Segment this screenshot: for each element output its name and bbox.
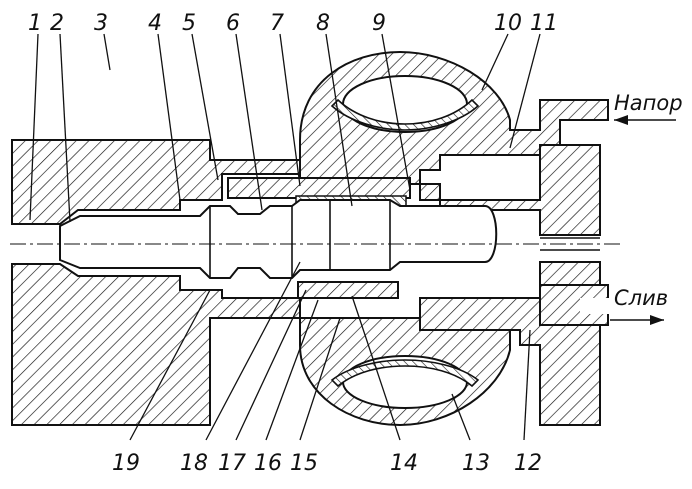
label-4: 4 [148,11,162,36]
drain-port-bore [580,298,620,314]
label-13: 13 [462,451,490,476]
drain-label: Слив [614,286,668,310]
pressure-arrow [614,115,676,125]
label-16: 16 [254,451,282,476]
label-14: 14 [390,451,418,476]
label-5: 5 [182,11,196,36]
leader-lines [29,33,541,441]
lower-diaphragm [330,359,480,388]
label-17: 17 [218,451,246,476]
label-9: 9 [372,11,386,36]
sleeve-bottom [297,281,399,299]
label-3: 3 [94,11,108,36]
label-7: 7 [270,11,284,36]
housing-left-bottom [11,263,301,426]
label-19: 19 [112,451,140,476]
label-8: 8 [316,11,330,36]
sleeve-top [227,177,411,199]
label-11: 11 [530,11,558,36]
drain-arrow [610,315,664,325]
spool [59,199,498,279]
label-12: 12 [514,451,542,476]
label-2: 2 [50,11,64,36]
label-15: 15 [290,451,318,476]
upper-diaphragm [330,98,480,131]
label-6: 6 [226,11,240,36]
label-1: 1 [28,11,42,36]
label-10: 10 [494,11,522,36]
housing-left-top [11,139,301,225]
pressure-label: Напор [614,91,683,115]
housing-right-top [419,144,601,236]
label-18: 18 [180,451,208,476]
